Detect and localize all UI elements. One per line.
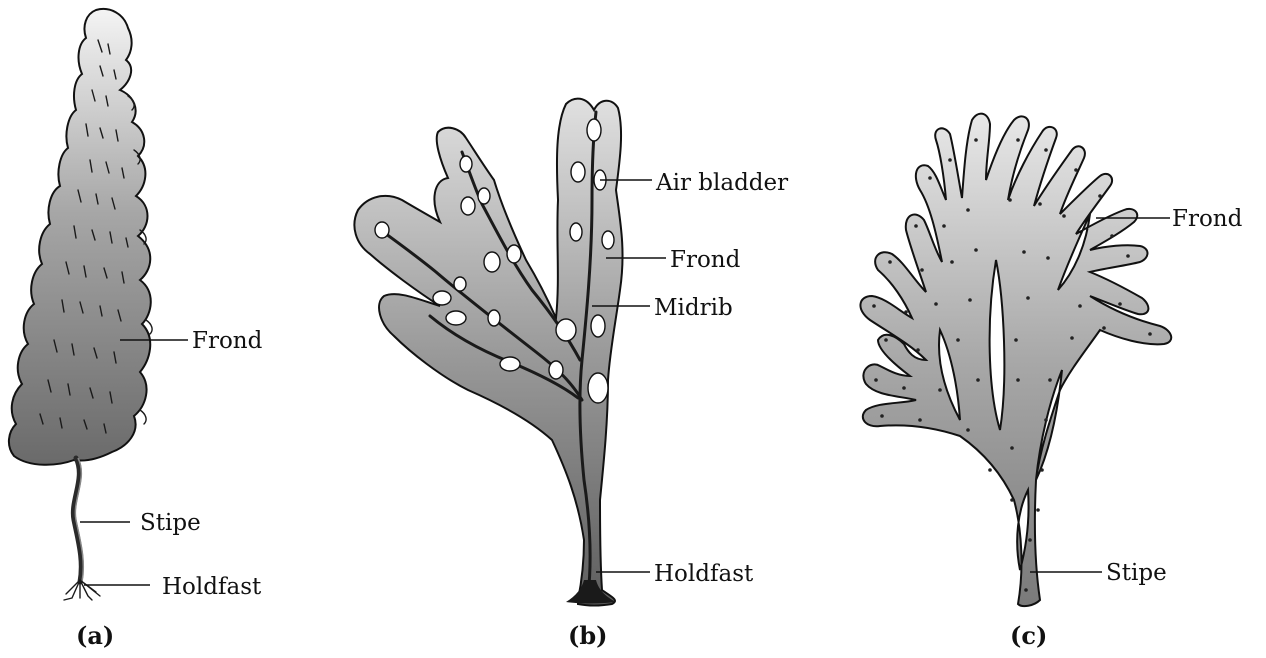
panel-a-stipe <box>73 458 81 582</box>
panel-c-stipe-label: Stipe <box>1106 560 1167 586</box>
panel-a-holdfast-label: Holdfast <box>162 574 262 600</box>
panel-b-frond-label: Frond <box>670 247 741 273</box>
panel-c-caption: (c) <box>1010 621 1047 650</box>
panel-a-frond-shape <box>9 9 151 465</box>
panel-a-caption: (a) <box>76 621 114 650</box>
panel-a-frond-label: Frond <box>192 328 263 354</box>
panel-a-stipe-label: Stipe <box>140 510 201 536</box>
panel-b-holdfast <box>566 580 616 604</box>
panel-b-caption: (b) <box>568 621 608 650</box>
panel-c-frond-label: Frond <box>1172 206 1243 232</box>
panel-a: Frond Stipe Holdfast (a) <box>9 9 263 650</box>
panel-c: Frond Stipe (c) <box>860 114 1242 650</box>
panel-b-holdfast-label: Holdfast <box>654 561 754 587</box>
panel-a-holdfast <box>64 580 100 600</box>
panel-b-midrib-label: Midrib <box>654 295 733 321</box>
panel-b: Air bladder Frond Midrib Holdfast (b) <box>354 99 788 650</box>
panel-c-frond-shape <box>860 114 1171 606</box>
panel-b-air-bladder-label: Air bladder <box>655 170 788 196</box>
